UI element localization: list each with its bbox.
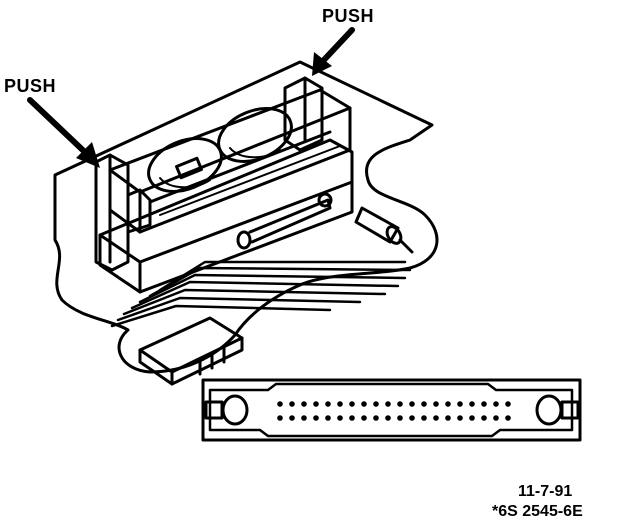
memory-module [108,88,352,234]
module-socket-left [147,137,223,193]
edge-connector [201,378,582,442]
pin-row-top [277,401,511,407]
board-component-right [354,206,414,254]
part-number-code: *6S 2545-6E [492,503,583,520]
module-socket-right [217,107,293,163]
pin-row-bottom [277,415,511,421]
date-code: 11-7-91 [518,483,573,500]
connector-pins [277,401,511,421]
push-arrow-left [27,97,100,168]
left-latch [94,153,152,272]
ribbon-cable [110,260,412,328]
push-label-left: PUSH [4,76,57,96]
push-arrow-top [312,27,355,76]
board-component-small [236,192,333,250]
cable-plug [138,316,244,386]
push-label-top: PUSH [322,6,375,26]
right-latch [283,76,324,152]
